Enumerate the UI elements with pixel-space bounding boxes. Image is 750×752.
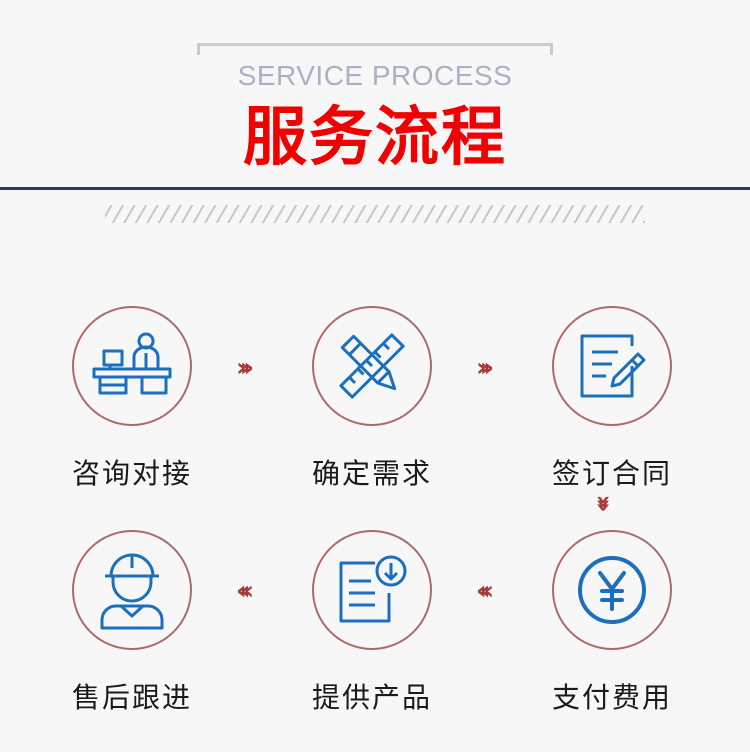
step-circle: [552, 306, 672, 426]
section-title: 服务流程: [243, 101, 507, 175]
step-circle: [552, 530, 672, 650]
header-bracket-decoration: [197, 43, 553, 58]
step-delivery: 提供产品: [302, 530, 442, 714]
contract-sign-icon: [580, 334, 646, 398]
step-circle: [72, 530, 192, 650]
header-divider: [0, 187, 750, 190]
step-consultation: 咨询对接: [62, 306, 202, 490]
yuan-coin-icon: [578, 556, 646, 624]
consultation-desk-icon: [92, 332, 172, 395]
step-label: 支付费用: [551, 681, 672, 714]
step-requirements: 确定需求: [302, 306, 442, 490]
step-contract: 签订合同: [542, 306, 682, 490]
step-label: 咨询对接: [71, 457, 192, 490]
flow-arrow-right: ›››: [236, 353, 254, 383]
step-payment: 支付费用: [542, 530, 682, 714]
step-circle: [312, 530, 432, 650]
engineer-helmet-icon: [100, 553, 164, 630]
step-label: 确定需求: [311, 457, 432, 490]
step-label: 提供产品: [311, 681, 432, 714]
pencil-ruler-icon: [339, 333, 405, 399]
step-after-sales: 售后跟进: [62, 530, 202, 714]
document-download-icon: [339, 555, 407, 623]
hatch-decoration: [105, 205, 645, 223]
flow-arrow-right: ›››: [476, 353, 494, 383]
step-circle: [312, 306, 432, 426]
step-label: 签订合同: [551, 457, 672, 490]
step-label: 售后跟进: [71, 681, 192, 714]
section-subtitle: SERVICE PROCESS: [237, 60, 513, 91]
step-circle: [72, 306, 192, 426]
flow-arrow-down: ›››: [588, 494, 619, 506]
flow-arrow-left: ‹‹‹: [236, 576, 254, 606]
flow-arrow-left: ‹‹‹: [476, 576, 494, 606]
